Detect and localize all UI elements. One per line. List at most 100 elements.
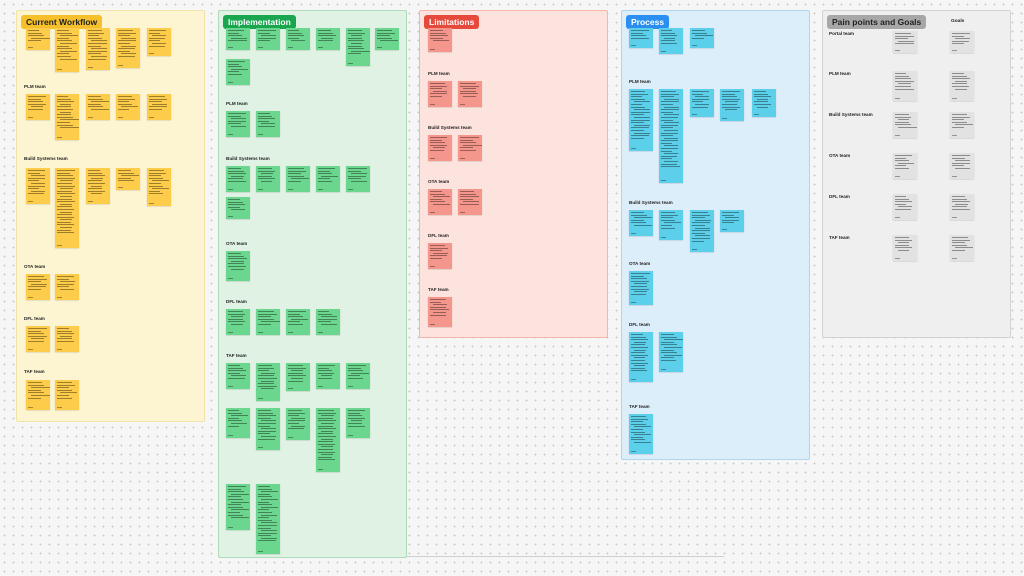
sticky-note[interactable] <box>316 309 340 335</box>
sticky-note[interactable] <box>286 309 310 335</box>
sticky-note[interactable] <box>55 94 79 140</box>
note-text-line <box>258 32 271 34</box>
sticky-note[interactable] <box>659 210 683 240</box>
section-implementation[interactable]: Implementation <box>218 10 407 558</box>
sticky-note[interactable] <box>86 28 110 70</box>
sticky-note[interactable] <box>316 28 340 50</box>
sticky-note[interactable] <box>629 210 653 236</box>
sticky-note[interactable] <box>346 363 370 389</box>
sticky-note[interactable] <box>286 408 310 440</box>
sticky-note[interactable] <box>116 28 140 68</box>
sticky-note[interactable] <box>256 111 280 137</box>
sticky-note[interactable] <box>226 28 250 50</box>
sticky-note[interactable] <box>226 408 250 438</box>
sticky-note[interactable] <box>256 28 280 50</box>
note-text-line <box>661 103 674 105</box>
sticky-note[interactable] <box>893 153 917 179</box>
sticky-note[interactable] <box>26 326 50 352</box>
sticky-note[interactable] <box>690 28 714 48</box>
sticky-note[interactable] <box>950 71 974 101</box>
sticky-note[interactable] <box>256 408 280 450</box>
sticky-note[interactable] <box>86 168 110 204</box>
sticky-note[interactable] <box>720 89 744 121</box>
sticky-note[interactable] <box>55 168 79 248</box>
sticky-note[interactable] <box>226 111 250 137</box>
sticky-note[interactable] <box>286 363 310 391</box>
sticky-note[interactable] <box>346 28 370 66</box>
sticky-note[interactable] <box>893 71 917 101</box>
sticky-note[interactable] <box>26 380 50 410</box>
sticky-note[interactable] <box>950 112 974 138</box>
sticky-note[interactable] <box>629 414 653 454</box>
sticky-note[interactable] <box>950 235 974 261</box>
sticky-note[interactable] <box>458 189 482 215</box>
sticky-note[interactable] <box>629 89 653 151</box>
sticky-note[interactable] <box>26 168 50 204</box>
note-text-line <box>351 35 363 37</box>
sticky-note[interactable] <box>690 89 714 117</box>
sticky-note[interactable] <box>428 81 452 107</box>
note-text-line <box>228 498 244 500</box>
sticky-note[interactable] <box>629 271 653 305</box>
sticky-note[interactable] <box>720 210 744 232</box>
sticky-note[interactable] <box>458 135 482 161</box>
sticky-note[interactable] <box>26 94 50 120</box>
sticky-note[interactable] <box>226 309 250 335</box>
horizontal-scrollbar[interactable] <box>404 556 724 557</box>
sticky-note[interactable] <box>950 31 974 53</box>
sticky-note[interactable] <box>316 166 340 192</box>
sticky-note[interactable] <box>226 484 250 530</box>
section-current-workflow[interactable]: Current Workflow <box>16 10 205 422</box>
sticky-note[interactable] <box>629 332 653 382</box>
section-limitations[interactable]: Limitations <box>419 10 608 338</box>
sticky-note[interactable] <box>659 89 683 183</box>
sticky-note[interactable] <box>86 94 110 120</box>
sticky-note[interactable] <box>458 81 482 107</box>
sticky-note[interactable] <box>286 28 310 50</box>
sticky-note[interactable] <box>55 380 79 410</box>
sticky-note[interactable] <box>428 297 452 327</box>
sticky-note[interactable] <box>55 28 79 72</box>
sticky-note[interactable] <box>26 28 50 50</box>
sticky-note[interactable] <box>256 166 280 192</box>
sticky-note[interactable] <box>428 189 452 215</box>
note-text-line <box>952 206 968 208</box>
sticky-note[interactable] <box>316 363 340 389</box>
sticky-note[interactable] <box>26 274 50 300</box>
sticky-note[interactable] <box>893 194 917 220</box>
sticky-note[interactable] <box>226 197 250 219</box>
sticky-note[interactable] <box>55 274 79 300</box>
note-author-mark <box>348 386 353 387</box>
sticky-note[interactable] <box>950 153 974 179</box>
sticky-note[interactable] <box>256 363 280 401</box>
sticky-note[interactable] <box>147 168 171 206</box>
sticky-note[interactable] <box>116 168 140 190</box>
sticky-note[interactable] <box>286 166 310 192</box>
sticky-note[interactable] <box>690 210 714 252</box>
sticky-note[interactable] <box>752 89 776 117</box>
sticky-note[interactable] <box>226 166 250 192</box>
sticky-note[interactable] <box>147 28 171 56</box>
sticky-note[interactable] <box>375 28 399 50</box>
sticky-note[interactable] <box>226 251 250 281</box>
sticky-note[interactable] <box>116 94 140 120</box>
sticky-note[interactable] <box>256 484 280 554</box>
sticky-note[interactable] <box>893 31 917 53</box>
sticky-note[interactable] <box>55 326 79 352</box>
sticky-note[interactable] <box>428 28 452 52</box>
sticky-note[interactable] <box>256 309 280 335</box>
sticky-note[interactable] <box>316 408 340 472</box>
sticky-note[interactable] <box>893 235 917 261</box>
sticky-note[interactable] <box>346 166 370 192</box>
sticky-note[interactable] <box>226 363 250 389</box>
sticky-note[interactable] <box>226 59 250 85</box>
sticky-note[interactable] <box>893 112 917 138</box>
sticky-note[interactable] <box>428 135 452 161</box>
sticky-note[interactable] <box>629 28 653 48</box>
sticky-note[interactable] <box>659 28 683 54</box>
sticky-note[interactable] <box>950 194 974 220</box>
sticky-note[interactable] <box>147 94 171 120</box>
sticky-note[interactable] <box>428 243 452 269</box>
sticky-note[interactable] <box>659 332 683 372</box>
sticky-note[interactable] <box>346 408 370 438</box>
